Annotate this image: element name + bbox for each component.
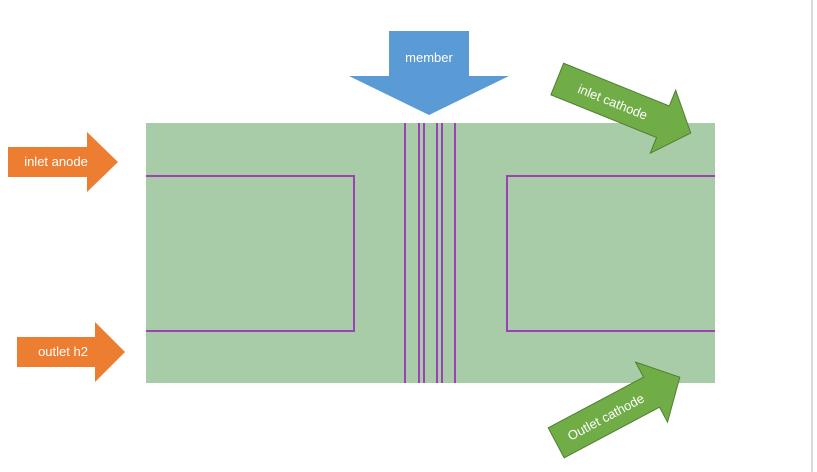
member-arrow: member xyxy=(349,31,509,115)
cell-body xyxy=(146,123,715,383)
inlet-anode-label: inlet anode xyxy=(24,154,88,169)
channel-lines xyxy=(146,123,715,383)
outlet-h2-label: outlet h2 xyxy=(38,344,88,359)
anode-channel xyxy=(146,175,355,332)
member-label: member xyxy=(405,50,453,65)
inlet-anode-arrow: inlet anode xyxy=(8,132,118,192)
cathode-channel xyxy=(506,175,715,332)
outlet-h2-arrow: outlet h2 xyxy=(17,322,125,382)
